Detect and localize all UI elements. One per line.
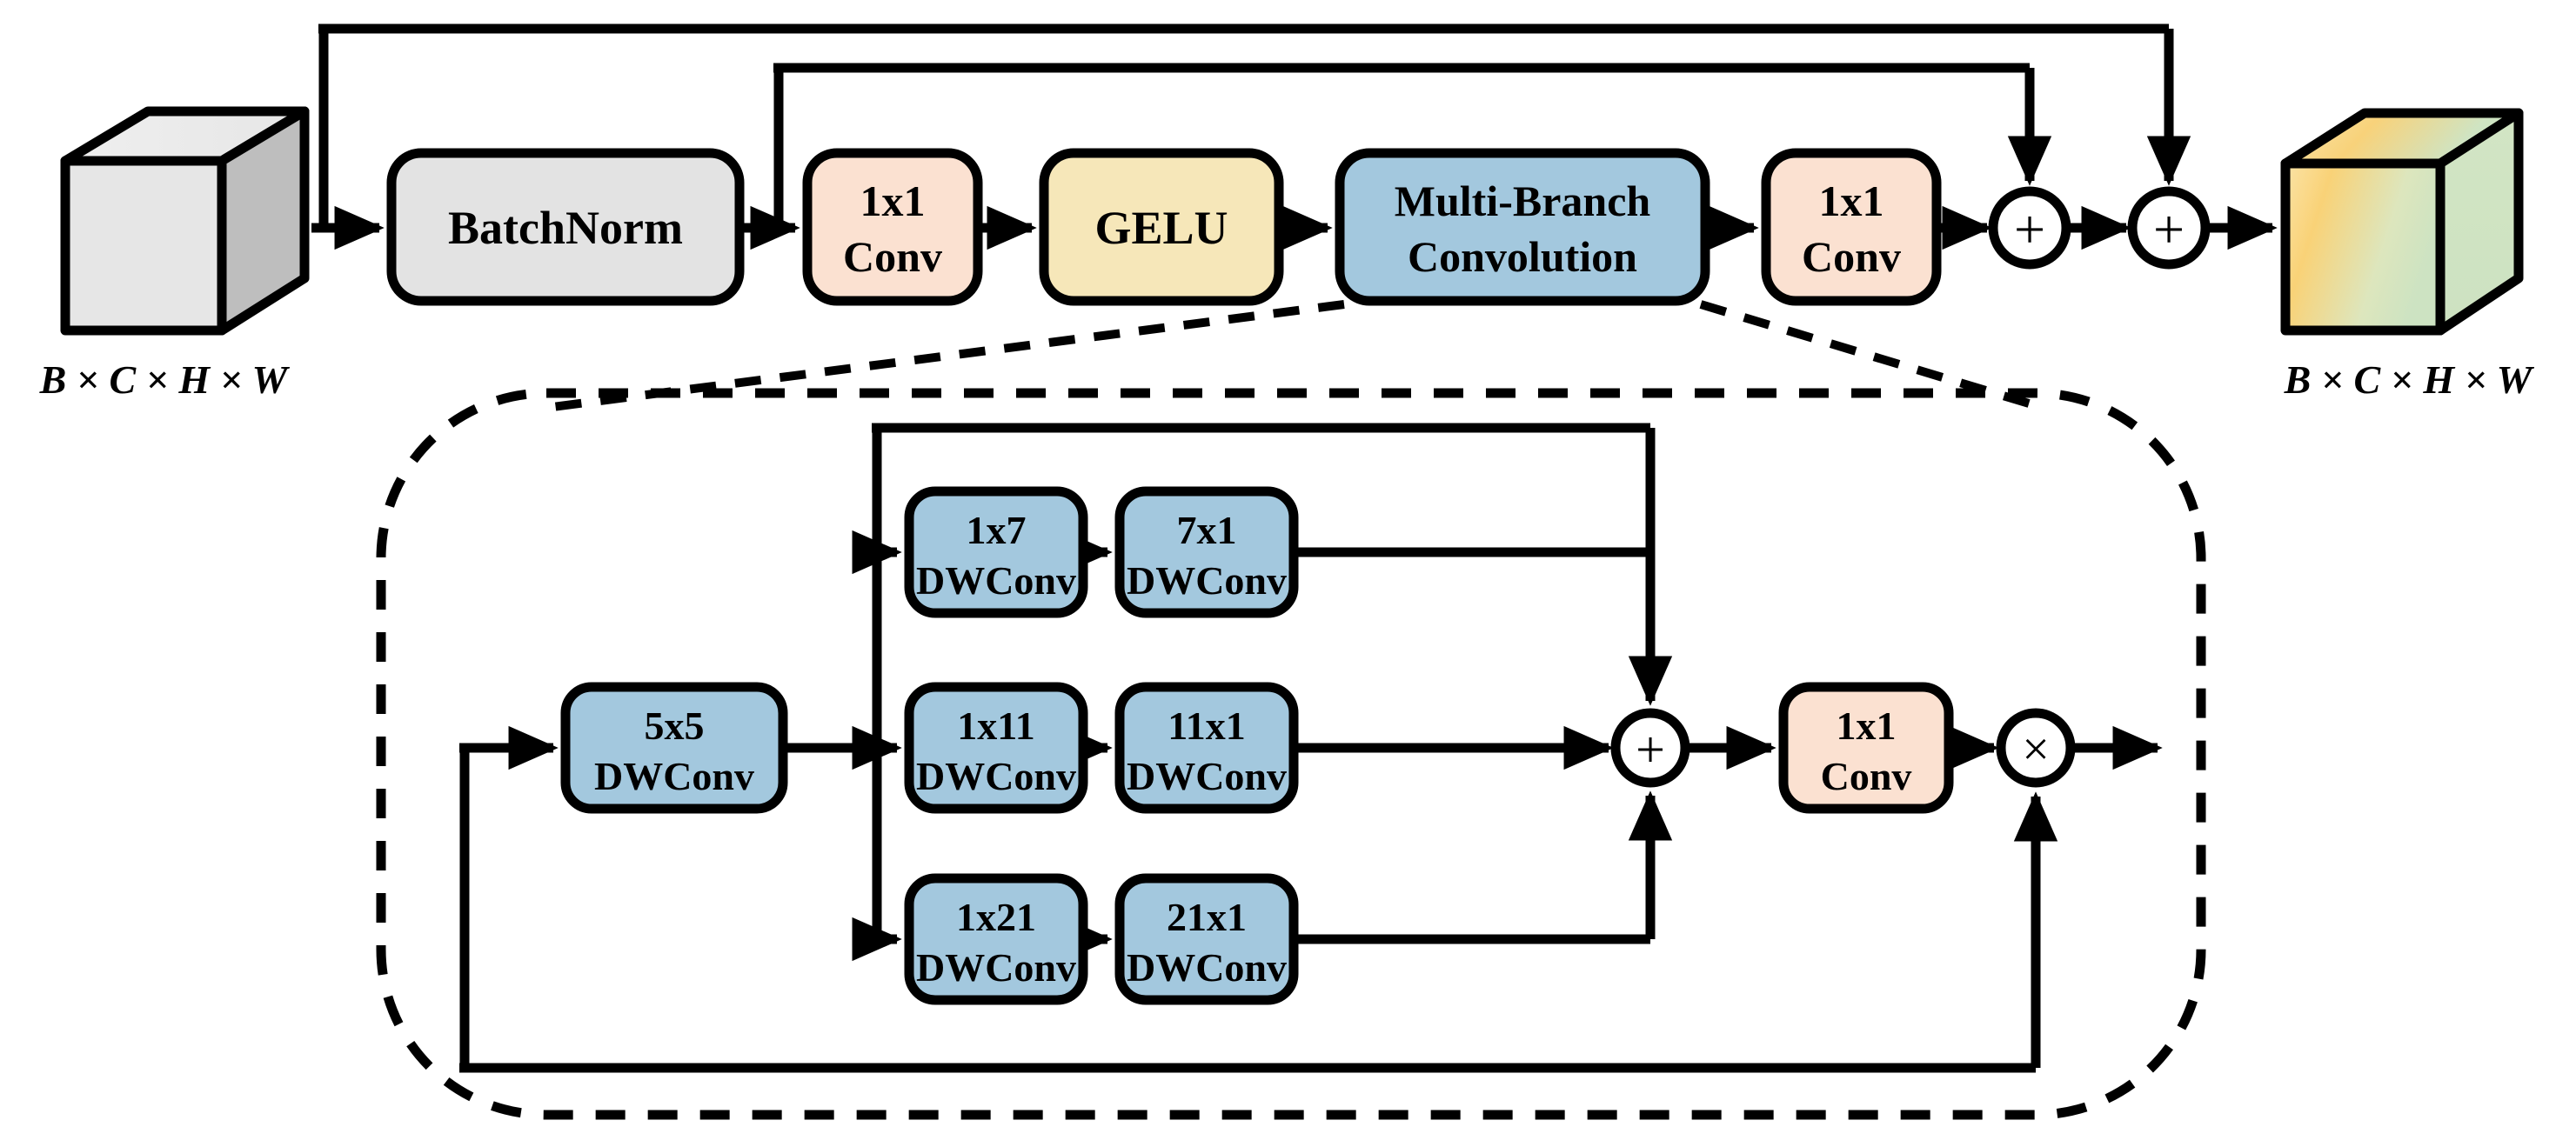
block-detail-conv1x1-line2: Conv: [1821, 754, 1912, 798]
block-detail-conv1x1[interactable]: 1x1 Conv: [1778, 682, 1954, 814]
block-dw-11x1-line1: 11x1: [1168, 704, 1245, 748]
block-conv1x1-b-line1: 1x1: [1819, 177, 1884, 225]
detail-flow-wires: [459, 423, 2163, 1073]
block-dw-11x1[interactable]: 11x1 DWConv: [1114, 682, 1299, 814]
block-conv1x1-b[interactable]: 1x1 Conv: [1761, 148, 1942, 306]
block-dw-1x7[interactable]: 1x7 DWConv: [904, 486, 1088, 618]
block-dw-21x1-line1: 21x1: [1167, 895, 1247, 939]
block-dw-21x1-line2: DWConv: [1127, 945, 1287, 990]
block-dw-1x11-line2: DWConv: [916, 754, 1076, 798]
block-dw-1x11-line1: 1x11: [957, 704, 1034, 748]
block-batchnorm[interactable]: BatchNorm: [386, 148, 745, 306]
block-conv1x1-a-line2: Conv: [843, 232, 942, 281]
block-dw-1x7-line1: 1x7: [967, 508, 1027, 552]
operator-detail-multiply-symbol: ×: [2022, 723, 2050, 777]
detail-panel-boundary: [376, 388, 2206, 1120]
block-dw-7x1-line2: DWConv: [1127, 558, 1287, 603]
operator-add-inner[interactable]: +: [1988, 186, 2071, 270]
output-tensor-label: B × C × H × W: [2284, 357, 2535, 402]
block-dw-1x11[interactable]: 1x11 DWConv: [904, 682, 1088, 814]
input-tensor-cube: [60, 106, 310, 336]
block-gelu[interactable]: GELU: [1039, 148, 1284, 306]
expansion-leader-lines: [539, 300, 2048, 413]
operator-detail-add-symbol: +: [1636, 721, 1665, 778]
main-flow-wires: [311, 23, 2278, 250]
block-gelu-label: GELU: [1094, 202, 1228, 254]
block-dw-7x1[interactable]: 7x1 DWConv: [1114, 486, 1299, 618]
block-dw-1x21-line2: DWConv: [916, 945, 1076, 990]
block-dw-1x21-line1: 1x21: [956, 895, 1036, 939]
operator-add-outer-symbol: +: [2153, 198, 2185, 260]
block-dw-5x5-line1: 5x5: [645, 704, 705, 748]
block-dw-1x7-line2: DWConv: [916, 558, 1076, 603]
block-dw-1x21[interactable]: 1x21 DWConv: [904, 873, 1088, 1005]
block-dw-7x1-line1: 7x1: [1177, 508, 1237, 552]
block-dw-21x1[interactable]: 21x1 DWConv: [1114, 873, 1299, 1005]
block-conv1x1-b-line2: Conv: [1802, 232, 1901, 281]
block-dw-5x5[interactable]: 5x5 DWConv: [560, 682, 788, 814]
operator-add-outer[interactable]: +: [2127, 186, 2211, 270]
output-tensor-cube: [2280, 108, 2524, 336]
block-mbconv-line2: Convolution: [1408, 232, 1637, 281]
block-mbconv-line1: Multi-Branch: [1395, 177, 1651, 225]
block-multi-branch-convolution[interactable]: Multi-Branch Convolution: [1335, 148, 1710, 306]
block-dw-11x1-line2: DWConv: [1127, 754, 1287, 798]
block-conv1x1-a[interactable]: 1x1 Conv: [802, 148, 983, 306]
block-detail-conv1x1-line1: 1x1: [1837, 704, 1897, 748]
operator-add-inner-symbol: +: [2014, 198, 2045, 260]
block-dw-5x5-line2: DWConv: [594, 754, 754, 798]
operator-detail-add[interactable]: +: [1610, 708, 1690, 788]
block-conv1x1-a-line1: 1x1: [860, 177, 926, 225]
block-batchnorm-label: BatchNorm: [448, 202, 683, 254]
input-tensor-label: B × C × H × W: [39, 357, 291, 402]
operator-detail-multiply[interactable]: ×: [1996, 708, 2076, 788]
